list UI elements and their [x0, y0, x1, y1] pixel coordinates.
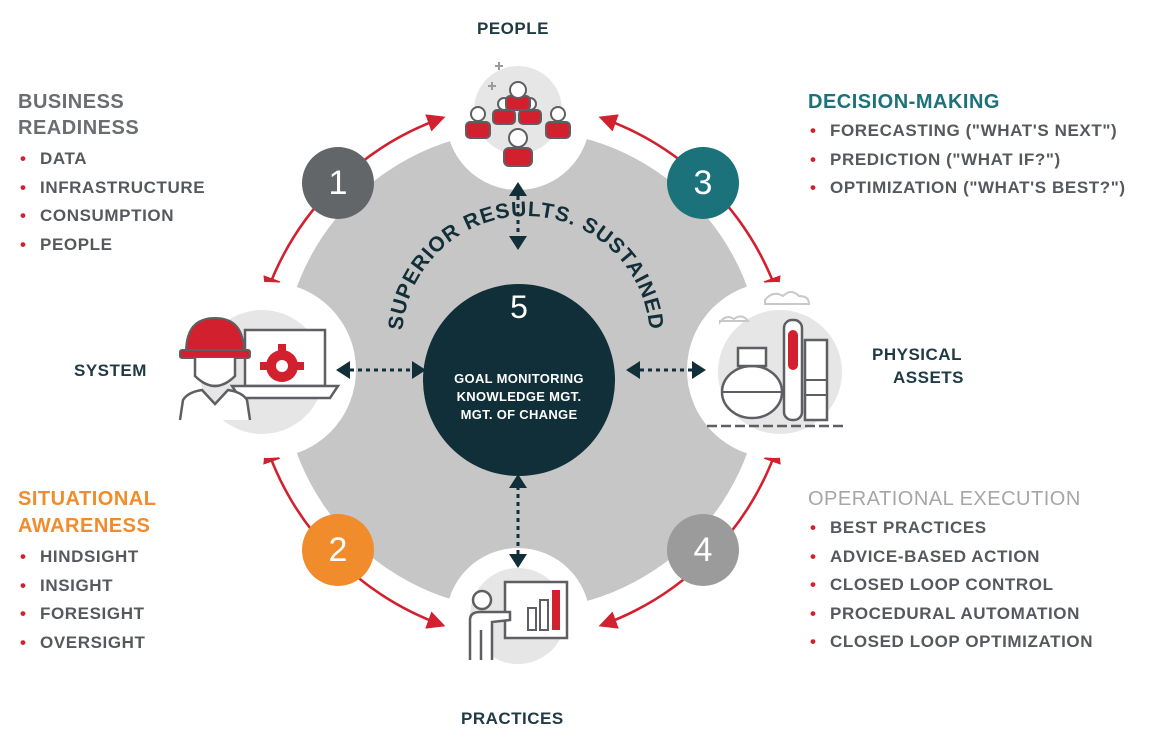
business-readiness-list: DATA INFRASTRUCTURE CONSUMPTION PEOPLE — [18, 145, 205, 259]
list-item: PROCEDURAL AUTOMATION — [808, 600, 1093, 629]
list-item: CONSUMPTION — [18, 202, 205, 231]
engineer-laptop-icon — [178, 310, 341, 434]
list-item: HINDSIGHT — [18, 543, 146, 572]
list-item: PREDICTION ("WHAT IF?") — [808, 146, 1126, 175]
operational-execution-title: OPERATIONAL EXECUTION — [808, 488, 1081, 510]
people-icon — [465, 62, 571, 167]
step-4-circle: 4 — [667, 514, 739, 586]
situational-awareness-title-2: AWARENESS — [18, 515, 151, 537]
list-item: PEOPLE — [18, 231, 205, 260]
step-2-circle: 2 — [302, 514, 374, 586]
list-item: INFRASTRUCTURE — [18, 174, 205, 203]
list-item: OPTIMIZATION ("WHAT'S BEST?") — [808, 174, 1126, 203]
node-label-practices: PRACTICES — [461, 709, 564, 728]
business-readiness-title-2: READINESS — [18, 117, 140, 139]
step-1-circle: 1 — [302, 147, 374, 219]
node-label-assets: ASSETS — [893, 368, 965, 387]
center-line-3: MGT. OF CHANGE — [461, 407, 578, 422]
industrial-plant-icon — [707, 291, 846, 434]
situational-awareness-title-1: SITUATIONAL — [18, 488, 157, 510]
list-item: FORECASTING ("WHAT'S NEXT") — [808, 117, 1126, 146]
list-item: DATA — [18, 145, 205, 174]
operational-execution-list: BEST PRACTICES ADVICE-BASED ACTION CLOSE… — [808, 514, 1093, 657]
center-line-1: GOAL MONITORING — [454, 371, 584, 386]
decision-making-list: FORECASTING ("WHAT'S NEXT") PREDICTION (… — [808, 117, 1126, 203]
center-line-2: KNOWLEDGE MGT. — [457, 389, 582, 404]
list-item: FORESIGHT — [18, 600, 146, 629]
presenter-board-icon — [468, 568, 569, 664]
decision-making-title: DECISION-MAKING — [808, 91, 1000, 113]
list-item: OVERSIGHT — [18, 629, 146, 658]
list-item: ADVICE-BASED ACTION — [808, 543, 1093, 572]
step-3-circle: 3 — [667, 147, 739, 219]
list-item: CLOSED LOOP OPTIMIZATION — [808, 628, 1093, 657]
center-number: 5 — [510, 289, 528, 325]
list-item: CLOSED LOOP CONTROL — [808, 571, 1093, 600]
list-item: INSIGHT — [18, 572, 146, 601]
node-label-people: PEOPLE — [477, 19, 549, 38]
center-hub — [423, 284, 615, 476]
hub-connectors — [350, 196, 692, 556]
node-label-physical: PHYSICAL — [872, 345, 962, 364]
node-label-system: SYSTEM — [74, 361, 147, 380]
business-readiness-title-1: BUSINESS — [18, 91, 125, 113]
situational-awareness-list: HINDSIGHT INSIGHT FORESIGHT OVERSIGHT — [18, 543, 146, 657]
list-item: BEST PRACTICES — [808, 514, 1093, 543]
